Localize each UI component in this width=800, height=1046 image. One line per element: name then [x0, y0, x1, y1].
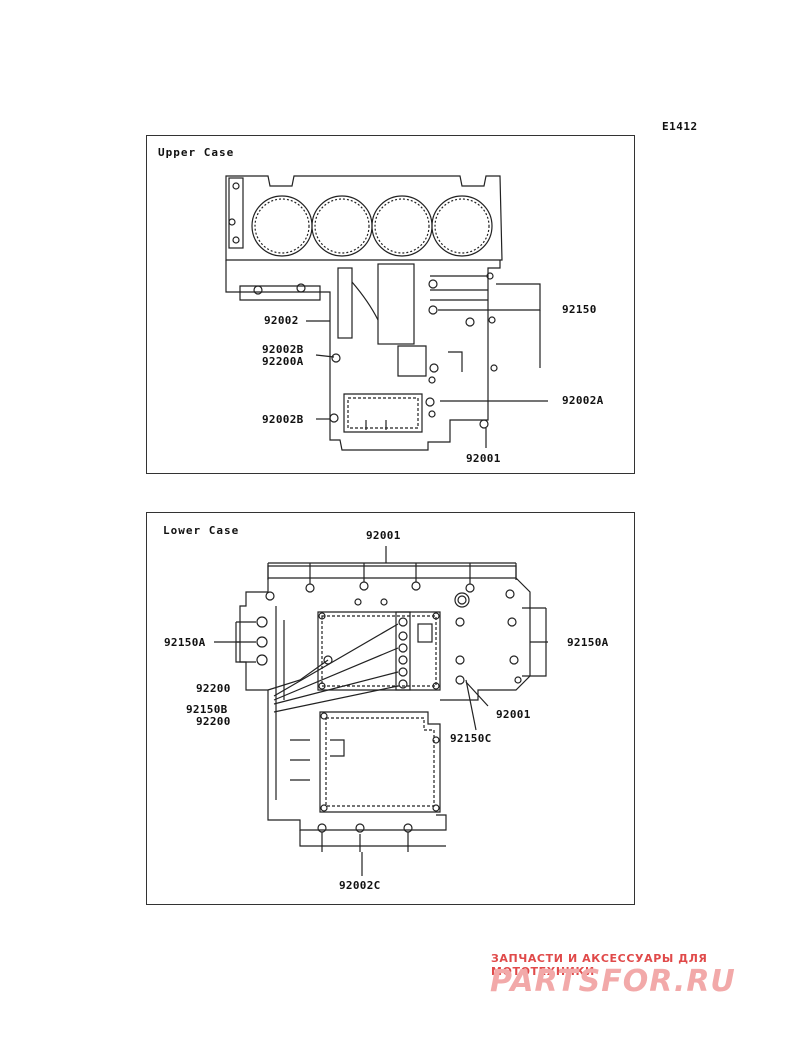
callout-92002: 92002	[264, 314, 299, 327]
callout-92150c: 92150C	[450, 732, 492, 745]
callout-92200a: 92200A	[262, 355, 304, 368]
callout-92002b-top: 92002B	[262, 343, 304, 356]
callout-92150b: 92150B	[186, 703, 228, 716]
figure-reference: E1412	[662, 120, 698, 133]
callout-92002c: 92002C	[339, 879, 381, 892]
upper-case-title: Upper Case	[158, 146, 235, 159]
upper-case-panel	[146, 135, 635, 474]
callout-92001-top: 92001	[366, 529, 401, 542]
callout-92200-mid: 92200	[196, 682, 231, 695]
callout-92150a-right: 92150A	[567, 636, 609, 649]
callout-92200-low: 92200	[196, 715, 231, 728]
callout-92002a: 92002A	[562, 394, 604, 407]
callout-92001: 92001	[466, 452, 501, 465]
callout-92001-right: 92001	[496, 708, 531, 721]
callout-92002b-bottom: 92002B	[262, 413, 304, 426]
lower-case-panel	[146, 512, 635, 905]
callout-92150: 92150	[562, 303, 597, 316]
watermark-brand-logo: PARTSFOR.RU	[490, 964, 736, 999]
watermark-tagline: ЗАПЧАСТИ И АКСЕССУАРЫ ДЛЯ МОТОТЕХНИКИ	[491, 952, 708, 978]
callout-92150a-left: 92150A	[164, 636, 206, 649]
lower-case-title: Lower Case	[163, 524, 240, 537]
